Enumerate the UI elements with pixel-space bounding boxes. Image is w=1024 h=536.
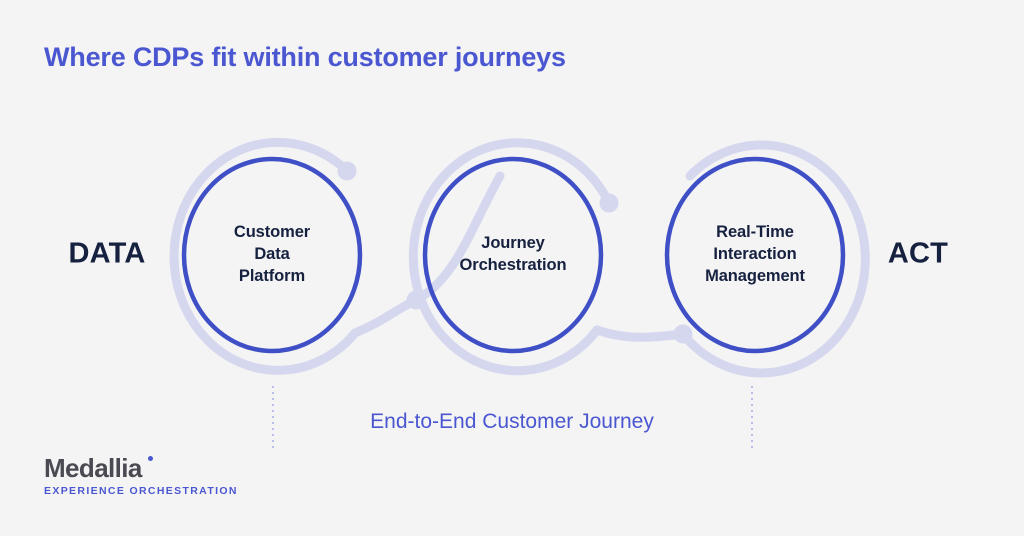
dotted-divider-right xyxy=(751,386,753,448)
dotted-divider-left xyxy=(272,386,274,448)
node-label-cdp: Customer Data Platform xyxy=(233,223,311,285)
arc-connector-2b xyxy=(592,325,688,342)
logo-accent-dot-icon xyxy=(148,456,153,461)
node-label-journey-orchestration: Journey Orchestration xyxy=(459,234,567,274)
node-label-rtim: Real-Time Interaction Management xyxy=(705,223,805,285)
node-rings xyxy=(181,156,846,354)
connector-dot xyxy=(673,324,693,344)
node-ring-cdp[interactable] xyxy=(181,156,363,354)
node-ring-rtim[interactable] xyxy=(664,156,846,354)
logo-tagline: EXPERIENCE ORCHESTRATION xyxy=(44,485,238,498)
logo-wordmark: Medallia xyxy=(44,453,142,483)
page-title: Where CDPs fit within customer journeys xyxy=(44,42,566,72)
connector-dot xyxy=(337,161,357,181)
arc-node-1 xyxy=(169,137,360,375)
side-label-act: ACT xyxy=(887,237,949,270)
journey-caption: End-to-End Customer Journey xyxy=(370,410,654,433)
arc-connector-1 xyxy=(350,295,421,338)
arc-connector-2a xyxy=(411,171,505,305)
arc-node-2 xyxy=(408,138,614,376)
side-label-data: DATA xyxy=(68,237,146,270)
connector-dot xyxy=(406,290,426,310)
arc-group xyxy=(169,137,870,378)
node-ring-jo[interactable] xyxy=(422,156,604,354)
connector-dots xyxy=(337,161,693,344)
arc-node-3 xyxy=(678,140,870,378)
medallia-logo: Medallia EXPERIENCE ORCHESTRATION xyxy=(44,453,238,498)
connector-dot xyxy=(599,193,619,213)
